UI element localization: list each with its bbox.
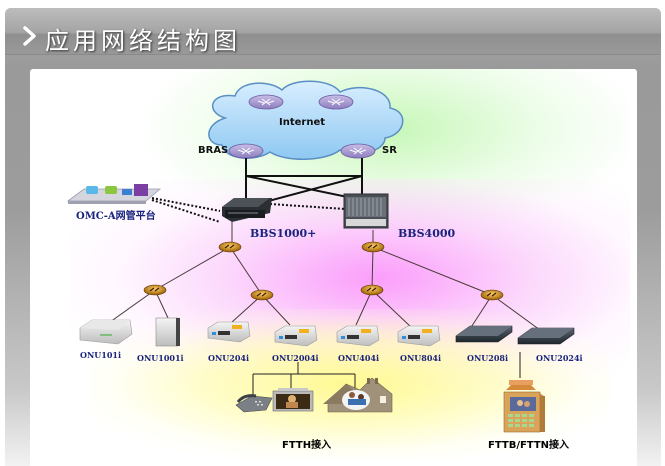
bras-label: BRAS <box>198 145 229 156</box>
splitter-icon <box>361 241 385 253</box>
olt-bbs1000-icon <box>222 198 272 222</box>
management-links <box>151 197 346 223</box>
onu101i-icon <box>79 319 133 345</box>
sr-label: SR <box>382 145 397 156</box>
tv-icon <box>272 388 314 412</box>
splitter-icon <box>480 289 504 301</box>
splitter-icon <box>360 284 384 296</box>
splitter-icon <box>250 289 274 301</box>
onu1001i-icon <box>155 317 180 347</box>
olt-bbs4000-icon <box>343 193 389 229</box>
router-icon <box>248 94 284 110</box>
onu-label: ONU204i <box>208 353 249 363</box>
phone-icon <box>235 394 273 413</box>
onu404i-icon <box>336 325 380 347</box>
title-bar: 应用网络结构图 <box>5 8 661 55</box>
splitter-icon <box>143 284 167 296</box>
onu2004i-icon <box>274 325 318 347</box>
onu-label: ONU1001i <box>137 353 184 363</box>
ftth-access-label: FTTH接入 <box>282 440 332 451</box>
onu-label: ONU404i <box>338 353 379 363</box>
omc-platform-icon <box>66 184 162 204</box>
fiber-links <box>109 222 541 333</box>
onu-label: ONU2024i <box>536 353 583 363</box>
onu2024i-icon <box>517 327 575 345</box>
onu204i-icon <box>207 321 251 343</box>
chevron-right-icon <box>23 26 36 46</box>
internet-label: Internet <box>279 117 326 128</box>
onu804i-icon <box>397 325 441 347</box>
home-icon <box>323 377 393 413</box>
omc-label: OMC-A网管平台 <box>76 211 156 222</box>
fttb-access-label: FTTB/FTTN接入 <box>488 440 570 451</box>
router-icon <box>318 94 354 110</box>
bbs1000-label: BBS1000+ <box>250 227 317 240</box>
onu-label: ONU101i <box>80 350 121 360</box>
sr-router-icon <box>340 143 376 159</box>
splitter-icon <box>218 241 242 253</box>
bbs4000-label: BBS4000 <box>398 227 456 240</box>
building-icon <box>503 380 545 433</box>
onu-label: ONU804i <box>400 353 441 363</box>
onu-label: ONU208i <box>467 353 508 363</box>
onu208i-icon <box>455 325 513 343</box>
page-title: 应用网络结构图 <box>45 27 241 55</box>
bras-router-icon <box>228 143 264 159</box>
onu-label: ONU2004i <box>272 353 319 363</box>
